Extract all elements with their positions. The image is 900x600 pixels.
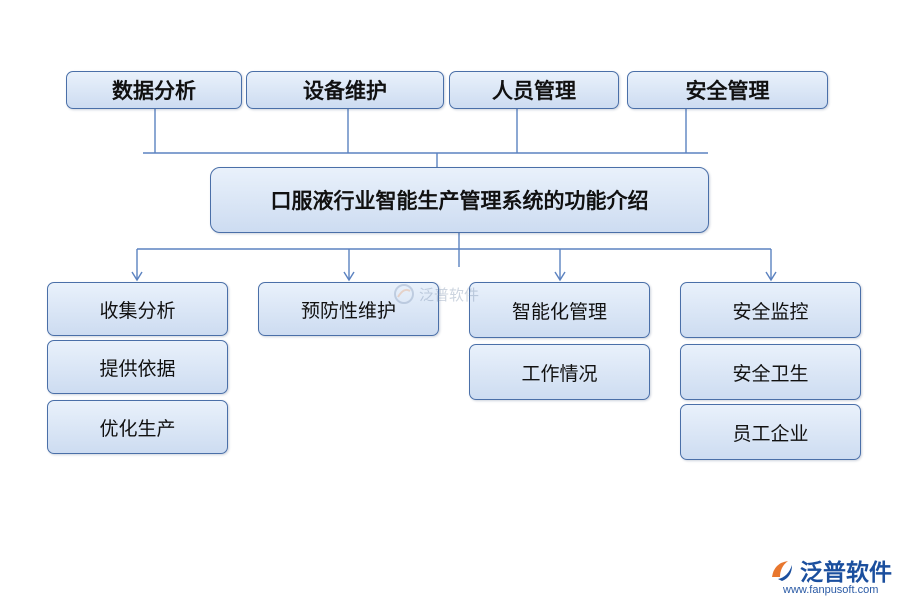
leaf-box: 预防性维护 [258, 282, 439, 336]
arrow-head-3 [554, 271, 566, 282]
center-watermark: 泛普软件 [393, 283, 479, 305]
arrow-head-1 [131, 271, 143, 282]
brand-url: www.fanpusoft.com [783, 584, 879, 596]
top-box-personnel-management: 人员管理 [449, 71, 619, 109]
watermark-text: 泛普软件 [419, 285, 480, 304]
leaf-box: 员工企业 [680, 404, 861, 460]
top-box-data-analysis: 数据分析 [66, 71, 242, 109]
leaf-box: 工作情况 [469, 344, 650, 400]
leaf-box: 安全卫生 [680, 344, 861, 400]
top-box-safety-management: 安全管理 [627, 71, 828, 109]
brand-logo: 泛普软件 [768, 553, 892, 587]
arrow-head-2 [343, 271, 355, 282]
watermark-logo-icon [394, 284, 414, 304]
leaf-box: 智能化管理 [469, 282, 650, 338]
leaf-box: 优化生产 [47, 400, 228, 454]
brand-name: 泛普软件 [800, 560, 892, 586]
leaf-box: 提供依据 [47, 340, 228, 394]
leaf-box: 收集分析 [47, 282, 228, 336]
brand-logo-icon [772, 561, 792, 581]
leaf-box: 安全监控 [680, 282, 861, 338]
arrow-head-4 [765, 271, 777, 282]
top-box-equipment-maintenance: 设备维护 [246, 71, 444, 109]
center-title-box: 口服液行业智能生产管理系统的功能介绍 [210, 167, 709, 233]
